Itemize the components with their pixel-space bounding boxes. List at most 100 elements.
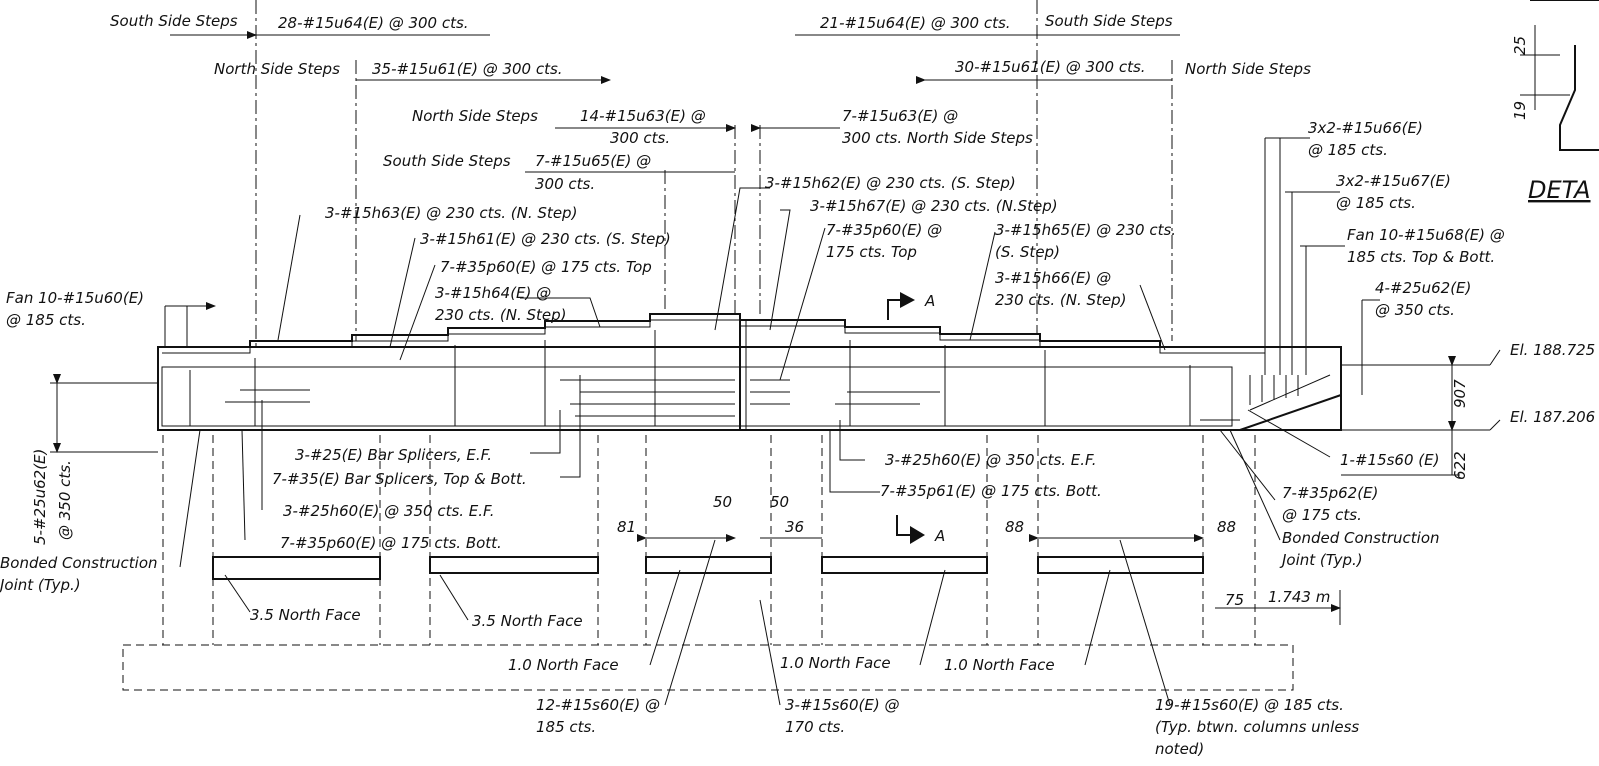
callouts: South Side Steps 28-#15u64(E) @ 300 cts.… (0, 12, 1505, 758)
skewed-end (1239, 346, 1342, 431)
dim-88b: 88 (1217, 518, 1236, 536)
callout-p60-mid-2: 175 cts. Top (826, 243, 917, 261)
callout-u66-2: @ 185 cts. (1308, 141, 1388, 159)
footing-dashed (122, 644, 1294, 691)
dim-88a: 88 (1005, 518, 1024, 536)
callout-ns-left-bar: 35-#15u61(E) @ 300 cts. (372, 60, 563, 78)
callout-p60-top: 7-#35p60(E) @ 175 cts. Top (440, 258, 652, 276)
callout-h61: 3-#15h61(E) @ 230 cts. (S. Step) (420, 230, 671, 248)
callout-u65-1: 7-#15u65(E) @ (535, 152, 651, 170)
callout-u66-1: 3x2-#15u66(E) (1308, 119, 1423, 137)
dim-19: 19 (1511, 101, 1529, 120)
callout-nf10-c: 1.0 North Face (944, 656, 1055, 674)
callout-p61-bott: 7-#35p61(E) @ 175 cts. Bott. (880, 482, 1102, 500)
callout-ns-right-title: North Side Steps (1185, 60, 1311, 78)
callout-fan68-1: Fan 10-#15u68(E) @ (1347, 226, 1505, 244)
pad-1 (212, 556, 381, 580)
dim-1743: 1.743 m (1268, 588, 1330, 606)
section-marker-bottom: A (896, 515, 945, 545)
beam-body (157, 346, 1342, 431)
callout-u65-title: South Side Steps (383, 152, 511, 170)
callout-s60-19-1: 19-#15s60(E) @ 185 cts. (1155, 696, 1344, 714)
dim-50a: 50 (713, 493, 732, 511)
callout-u67-2: @ 185 cts. (1336, 194, 1416, 212)
columns-dashed (122, 0, 1294, 691)
callout-splice25: 3-#25(E) Bar Splicers, E.F. (295, 446, 492, 464)
callout-h64-2: 230 cts. (N. Step) (435, 306, 567, 324)
dim-50b: 50 (770, 493, 789, 511)
callout-nf10-b: 1.0 North Face (780, 654, 891, 672)
callout-h63: 3-#15h63(E) @ 230 cts. (N. Step) (325, 204, 577, 222)
callout-bcj-r-2: Joint (Typ.) (1279, 551, 1363, 569)
callout-p62-2: @ 175 cts. (1282, 506, 1362, 524)
callout-u62r-1: 4-#25u62(E) (1375, 279, 1471, 297)
dim-skew: 622 (1451, 451, 1469, 480)
callout-s60-19-2: (Typ. btwn. columns unless (1155, 718, 1359, 736)
callout-nf35-b: 3.5 North Face (472, 612, 583, 630)
dimension-values: El. 188.725 El. 187.206 50 50 81 36 88 8… (617, 176, 1595, 609)
callout-nf35-a: 3.5 North Face (250, 606, 361, 624)
callout-u65-2: 300 cts. (535, 175, 595, 193)
callout-h65-1: 3-#15h65(E) @ 230 cts. (995, 221, 1176, 239)
elevation-top: El. 188.725 (1510, 341, 1595, 359)
callout-h67: 3-#15h67(E) @ 230 cts. (N.Step) (810, 197, 1058, 215)
callout-bcj-l-1: Bonded Construction (0, 554, 158, 572)
callout-bcj-r-1: Bonded Construction (1282, 529, 1440, 547)
callout-s60-19-3: noted) (1155, 740, 1204, 758)
beam-outline (157, 313, 1342, 431)
callout-s60-3-1: 3-#15s60(E) @ (785, 696, 899, 714)
callout-ns-left-title: North Side Steps (214, 60, 340, 78)
pad-4 (821, 556, 988, 574)
callout-ns-right-bar: 30-#15u61(E) @ 300 cts. (955, 58, 1146, 76)
callout-s60-12-2: 185 cts. (536, 718, 596, 736)
callout-h60-left: 3-#25h60(E) @ 350 cts. E.F. (283, 502, 495, 520)
section-label-bottom: A (934, 527, 945, 545)
callout-fan60-1: Fan 10-#15u60(E) (6, 289, 144, 307)
callout-u62l-1: 5-#25u62(E) (31, 449, 49, 545)
callout-p60-bott: 7-#35p60(E) @ 175 cts. Bott. (280, 534, 502, 552)
callout-h60-right: 3-#25h60(E) @ 350 cts. E.F. (885, 451, 1097, 469)
pad-3 (645, 556, 772, 574)
pad-5 (1037, 556, 1204, 574)
callout-p62-1: 7-#35p62(E) (1282, 484, 1378, 502)
dim-75: 75 (1225, 591, 1244, 609)
callout-u67-1: 3x2-#15u67(E) (1336, 172, 1451, 190)
dimension-lines (50, 0, 1599, 706)
callout-u63-left-2: 300 cts. (610, 129, 670, 147)
callout-h62: 3-#15h62(E) @ 230 cts. (S. Step) (765, 174, 1016, 192)
section-label-top: A (924, 292, 935, 310)
callout-h66-1: 3-#15h66(E) @ (995, 269, 1111, 287)
callout-splice35: 7-#35(E) Bar Splicers, Top & Bott. (272, 470, 527, 488)
rotated-labels: 5-#25u62(E) @ 350 cts. 907 622 25 19 (31, 36, 1529, 545)
callout-h65-2: (S. Step) (995, 243, 1060, 261)
callout-s60-12-1: 12-#15s60(E) @ (536, 696, 660, 714)
callout-h64-1: 3-#15h64(E) @ (435, 284, 551, 302)
section-marker-top: A (887, 292, 935, 320)
callout-s60-3-2: 170 cts. (785, 718, 845, 736)
dim-beam-depth: 907 (1451, 379, 1469, 408)
elevation-bottom: El. 187.206 (1510, 408, 1595, 426)
callout-fan60-2: @ 185 cts. (6, 311, 86, 329)
callout-u63-right-1: 7-#15u63(E) @ (842, 107, 958, 125)
callout-u62l-2: @ 350 cts. (56, 460, 74, 540)
callout-u63-left-title: North Side Steps (412, 107, 538, 125)
dim-36: 36 (785, 518, 804, 536)
dim-25: 25 (1511, 36, 1529, 55)
callout-bcj-l-2: Joint (Typ.) (0, 576, 81, 594)
callout-ss-left-bar: 28-#15u64(E) @ 300 cts. (278, 14, 469, 32)
callout-u62r-2: @ 350 cts. (1375, 301, 1455, 319)
pad-2 (429, 556, 599, 574)
callout-nf10-a: 1.0 North Face (508, 656, 619, 674)
detail-title: DETA (1528, 176, 1591, 204)
dim-81: 81 (617, 518, 636, 536)
callout-ss-left-title: South Side Steps (110, 12, 238, 30)
callout-ss-right-bar: 21-#15u64(E) @ 300 cts. (820, 14, 1011, 32)
column-pads (212, 556, 1204, 580)
callout-fan68-2: 185 cts. Top & Bott. (1347, 248, 1495, 266)
callout-s60-right: 1-#15s60 (E) (1340, 451, 1439, 469)
callout-u63-left-1: 14-#15u63(E) @ (580, 107, 706, 125)
callout-p60-mid-1: 7-#35p60(E) @ (826, 221, 942, 239)
callout-ss-right-title: South Side Steps (1045, 12, 1173, 30)
